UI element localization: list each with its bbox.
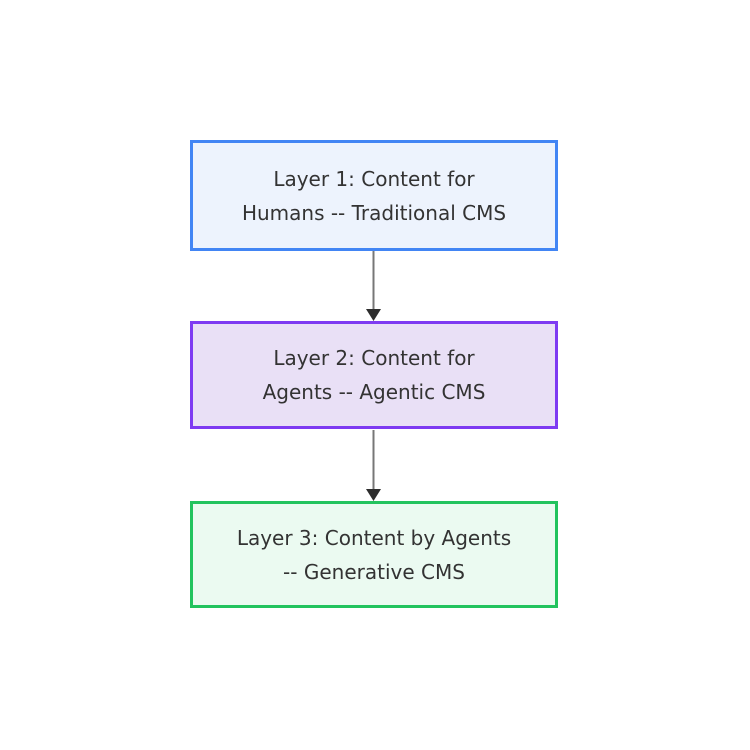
node-layer2-label: Layer 2: Content for Agents -- Agentic C…: [263, 341, 486, 409]
node-layer3-line1: Layer 3: Content by Agents: [236, 525, 512, 550]
arrowhead-down-icon: [366, 309, 381, 321]
node-layer2: Layer 2: Content for Agents -- Agentic C…: [190, 321, 558, 429]
node-layer2-line1: Layer 2: Content for: [273, 346, 475, 370]
node-layer3-line2: -- Generative CMS: [283, 559, 465, 584]
node-layer3-label: Layer 3: Content by Agents -- Generative…: [237, 521, 511, 589]
arrowhead-down-icon: [366, 489, 381, 501]
node-layer1: Layer 1: Content for Humans -- Tradition…: [190, 140, 558, 251]
edge-layer1-to-layer2: [366, 251, 381, 321]
node-layer2-line2: Agents -- Agentic CMS: [262, 380, 486, 404]
node-layer1-line1: Layer 1: Content for: [273, 166, 475, 191]
node-layer3: Layer 3: Content by Agents -- Generative…: [190, 501, 558, 608]
node-layer1-label: Layer 1: Content for Humans -- Tradition…: [242, 162, 506, 230]
edge-layer2-to-layer3: [366, 430, 381, 501]
node-layer1-line2: Humans -- Traditional CMS: [241, 200, 507, 225]
